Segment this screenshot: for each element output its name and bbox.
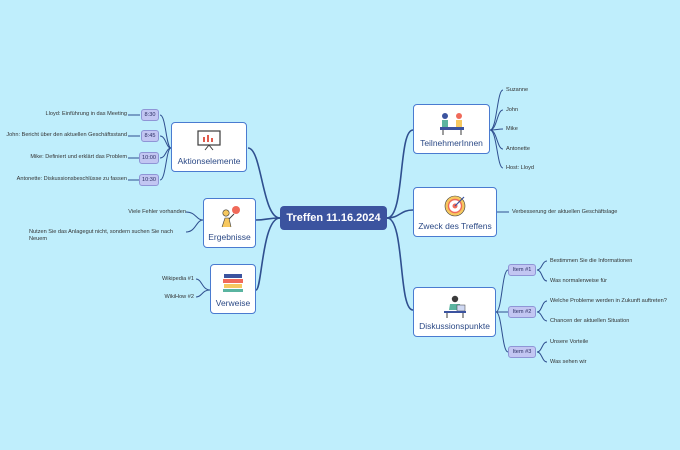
central-topic-label: Treffen 11.16.2024 bbox=[286, 212, 381, 224]
participant-item[interactable]: Mike bbox=[506, 126, 518, 132]
idea-person-icon bbox=[221, 206, 240, 228]
target-icon bbox=[444, 195, 466, 217]
discussion-subitem[interactable]: Was normalerweise für bbox=[550, 278, 607, 284]
discussion-item-badge[interactable]: Item #1 bbox=[508, 264, 536, 276]
time-badge[interactable]: 8:45 bbox=[141, 130, 159, 142]
diskussion-node[interactable]: Diskussionspunkte bbox=[413, 287, 496, 337]
discussion-item-badge[interactable]: Item #2 bbox=[508, 306, 536, 318]
time-badge[interactable]: 10:30 bbox=[139, 174, 159, 186]
aktionselemente-node[interactable]: Aktionselemente bbox=[171, 122, 247, 172]
diskussion-label: Diskussionspunkte bbox=[419, 321, 490, 331]
discussion-subitem[interactable]: Unsere Vorteile bbox=[550, 339, 589, 345]
verweise-node[interactable]: Verweise bbox=[210, 264, 256, 314]
teilnehmer-node[interactable]: TeilnehmerInnen bbox=[413, 104, 490, 154]
discussion-item-badge[interactable]: Item #3 bbox=[508, 346, 536, 358]
ergebnisse-node[interactable]: Ergebnisse bbox=[203, 198, 256, 248]
agenda-item[interactable]: Antonette: Diskussionsbeschlüsse zu fass… bbox=[16, 176, 127, 182]
participant-item[interactable]: Antonette bbox=[506, 146, 530, 152]
verweise-label: Verweise bbox=[215, 298, 251, 308]
ergebnisse-label: Ergebnisse bbox=[208, 232, 251, 242]
result-item[interactable]: Viele Fehler vorhanden bbox=[128, 209, 186, 215]
meeting-people-icon bbox=[439, 113, 464, 135]
discussion-subitem[interactable]: Bestimmen Sie die Informationen bbox=[550, 258, 633, 264]
discussion-subitem[interactable]: Was sehen wir bbox=[550, 359, 587, 365]
participant-item[interactable]: Suzanne bbox=[506, 87, 529, 93]
zweck-node[interactable]: Zweck des Treffens bbox=[413, 187, 497, 237]
purpose-item[interactable]: Verbesserung der aktuellen Geschäftslage bbox=[512, 209, 618, 215]
agenda-item[interactable]: Lloyd: Einführung in das Meeting bbox=[45, 111, 127, 117]
reference-item[interactable]: Wikipedia #1 bbox=[161, 276, 194, 282]
discussion-subitem[interactable]: Welche Probleme werden in Zukunft auftre… bbox=[550, 298, 667, 304]
agenda-item[interactable]: Mike: Definiert und erklärt das Problem bbox=[30, 154, 127, 160]
reference-item[interactable]: WikiHow #2 bbox=[164, 294, 194, 300]
participant-item[interactable]: John bbox=[506, 107, 519, 113]
central-topic[interactable]: Treffen 11.16.2024 bbox=[280, 206, 387, 230]
teilnehmer-label: TeilnehmerInnen bbox=[420, 138, 483, 148]
zweck-label: Zweck des Treffens bbox=[418, 221, 492, 231]
time-badge[interactable]: 10:00 bbox=[139, 152, 159, 164]
time-badge[interactable]: 8:30 bbox=[141, 109, 159, 121]
aktionselemente-label: Aktionselemente bbox=[177, 156, 241, 166]
books-icon bbox=[223, 274, 243, 292]
agenda-item[interactable]: John: Bericht über den aktuellen Geschäf… bbox=[6, 132, 127, 138]
person-at-desk-icon bbox=[443, 295, 466, 318]
presentation-board-icon bbox=[197, 130, 221, 151]
discussion-subitem[interactable]: Chancen der aktuellen Situation bbox=[550, 318, 630, 324]
result-item[interactable]: Nutzen Sie das Anlagegut nicht, sondern … bbox=[29, 229, 173, 242]
participant-item[interactable]: Host: Lloyd bbox=[506, 165, 534, 171]
